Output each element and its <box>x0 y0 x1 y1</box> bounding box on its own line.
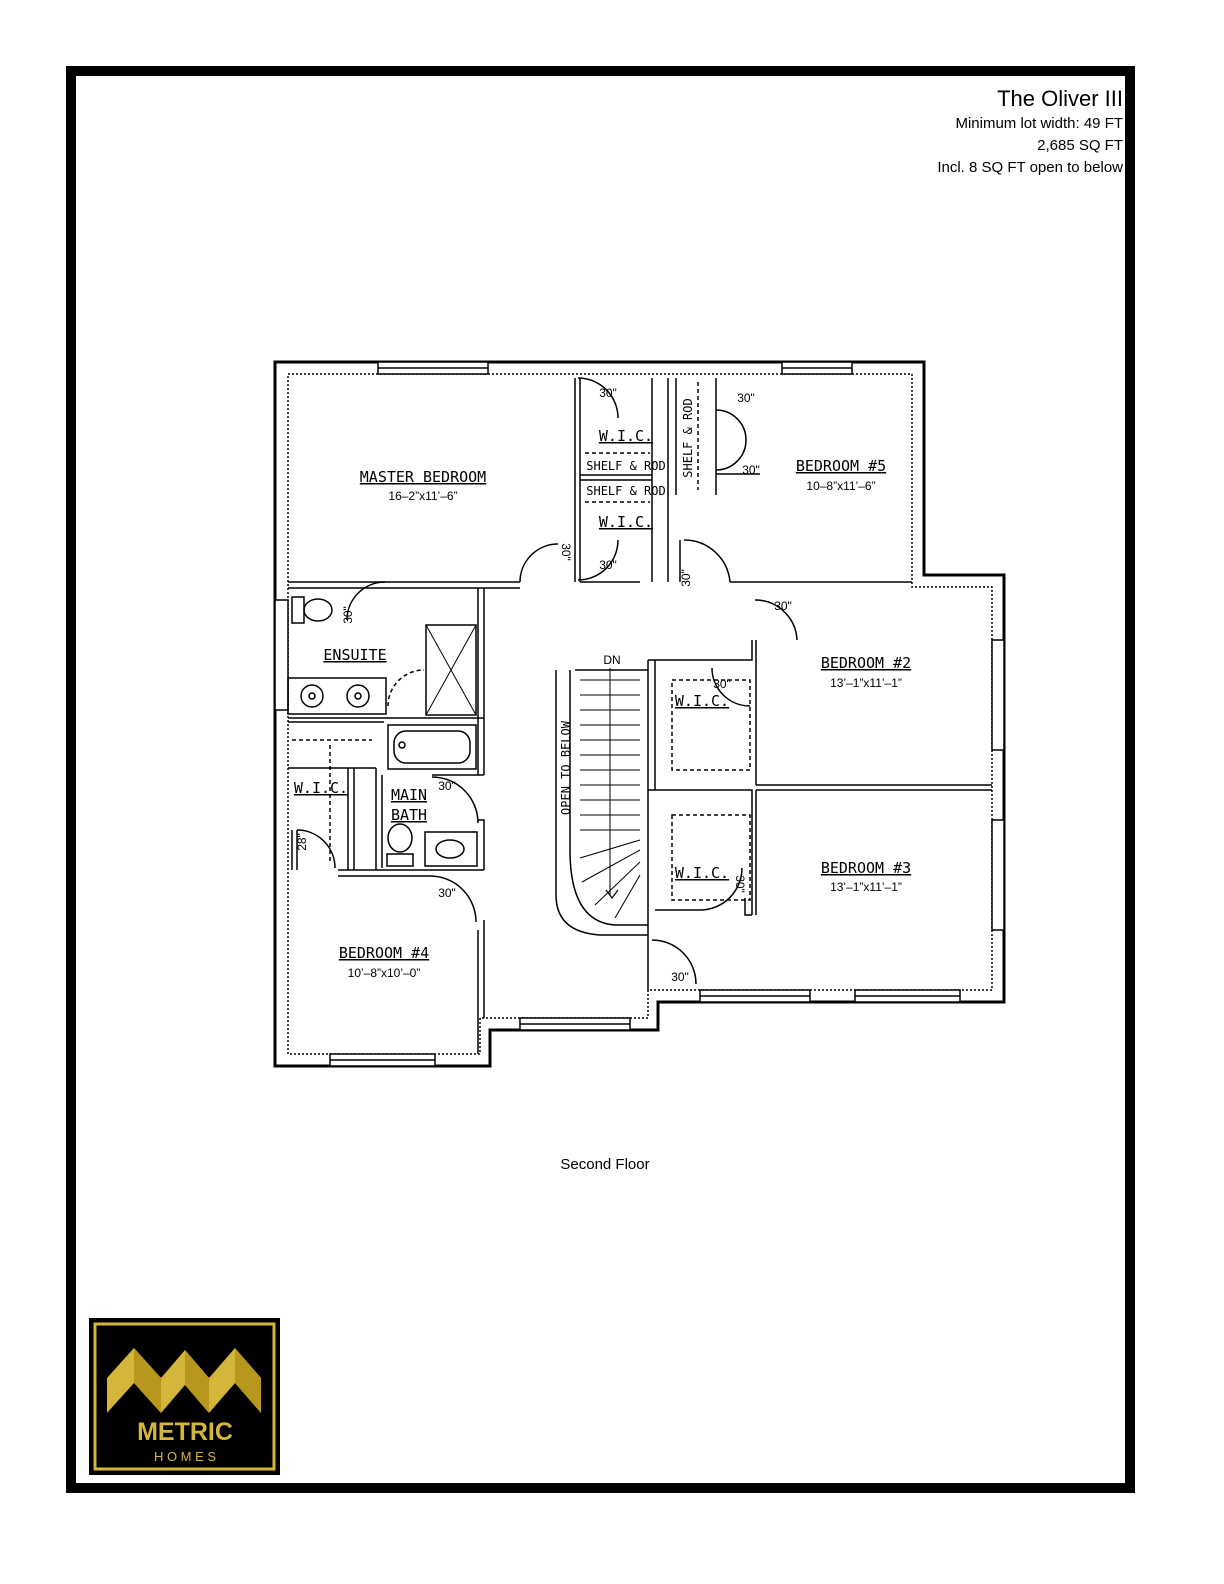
window <box>991 639 1005 751</box>
room-main-bath-line2: BATH <box>391 806 427 824</box>
shelf-rod-2: SHELF & ROD <box>586 484 665 498</box>
closet-wic-bedroom-2: W.I.C. <box>675 692 729 710</box>
closet-wic-bedroom-4: W.I.C. <box>294 779 348 797</box>
closet-wic-bedroom-3: W.I.C. <box>675 864 729 882</box>
window <box>274 599 289 711</box>
toilet <box>386 853 414 867</box>
door-size: 30" <box>733 875 747 893</box>
metric-homes-logo: METRIC H O M E S <box>89 1318 280 1475</box>
room-ensuite: ENSUITE <box>323 646 386 664</box>
closet-wic-master-2: W.I.C. <box>599 513 653 531</box>
room-bedroom-5-size: 10–8”x11’–6” <box>806 479 875 493</box>
room-bedroom-3: BEDROOM #3 <box>821 859 911 877</box>
logo-brand: METRIC <box>137 1418 233 1446</box>
door-size: 30" <box>679 569 693 587</box>
page-border <box>66 66 1135 1493</box>
window <box>991 819 1005 931</box>
room-main-bath-line1: MAIN <box>391 786 427 804</box>
closet-wic-master-1: W.I.C. <box>599 427 653 445</box>
door-size: 30" <box>599 386 617 400</box>
square-footage: 2,685 SQ FT <box>1037 137 1123 154</box>
open-to-below-note: Incl. 8 SQ FT open to below <box>937 159 1123 176</box>
room-bedroom-4-size: 10’–8”x10’–0” <box>348 966 421 980</box>
toilet <box>291 596 305 624</box>
door-size: 30" <box>438 779 456 793</box>
room-bedroom-2-size: 13’–1”x11’–1” <box>830 676 902 690</box>
door-size: 28" <box>295 833 309 851</box>
door-size: 30" <box>774 599 792 613</box>
stairs-down-label: DN <box>603 653 620 667</box>
door-size: 30" <box>559 543 573 561</box>
open-to-below-label: OPEN TO BELOW <box>559 720 573 815</box>
shower <box>425 624 477 716</box>
door-size: 30" <box>713 677 731 691</box>
room-master-bedroom-size: 16–2”x11’–6” <box>388 489 457 503</box>
logo-mark: METRIC H O M E S <box>93 1322 276 1471</box>
door-size: 30" <box>742 463 760 477</box>
shelf-rod-1: SHELF & ROD <box>586 459 665 473</box>
bathtub <box>387 724 477 770</box>
lot-width: Minimum lot width: 49 FT <box>955 115 1123 132</box>
stair-outline <box>555 670 648 936</box>
door-size: 30" <box>599 558 617 572</box>
logo-sub: H O M E S <box>154 1449 216 1464</box>
room-bedroom-4: BEDROOM #4 <box>339 944 429 962</box>
door-size: 30" <box>671 970 689 984</box>
door-size: 30" <box>341 606 355 624</box>
room-bedroom-5: BEDROOM #5 <box>796 457 886 475</box>
shelf-rod-bedroom-5: SHELF & ROD <box>681 398 695 477</box>
room-bedroom-3-size: 13’–1”x11’–1” <box>830 880 902 894</box>
plan-title: The Oliver III <box>997 86 1123 111</box>
room-bedroom-2: BEDROOM #2 <box>821 654 911 672</box>
floor-caption: Second Floor <box>560 1156 650 1173</box>
door-size: 30" <box>438 886 456 900</box>
plan-info: The Oliver III Minimum lot width: 49 FT … <box>937 85 1123 179</box>
room-master-bedroom: MASTER BEDROOM <box>360 468 486 486</box>
door-size: 30" <box>737 391 755 405</box>
